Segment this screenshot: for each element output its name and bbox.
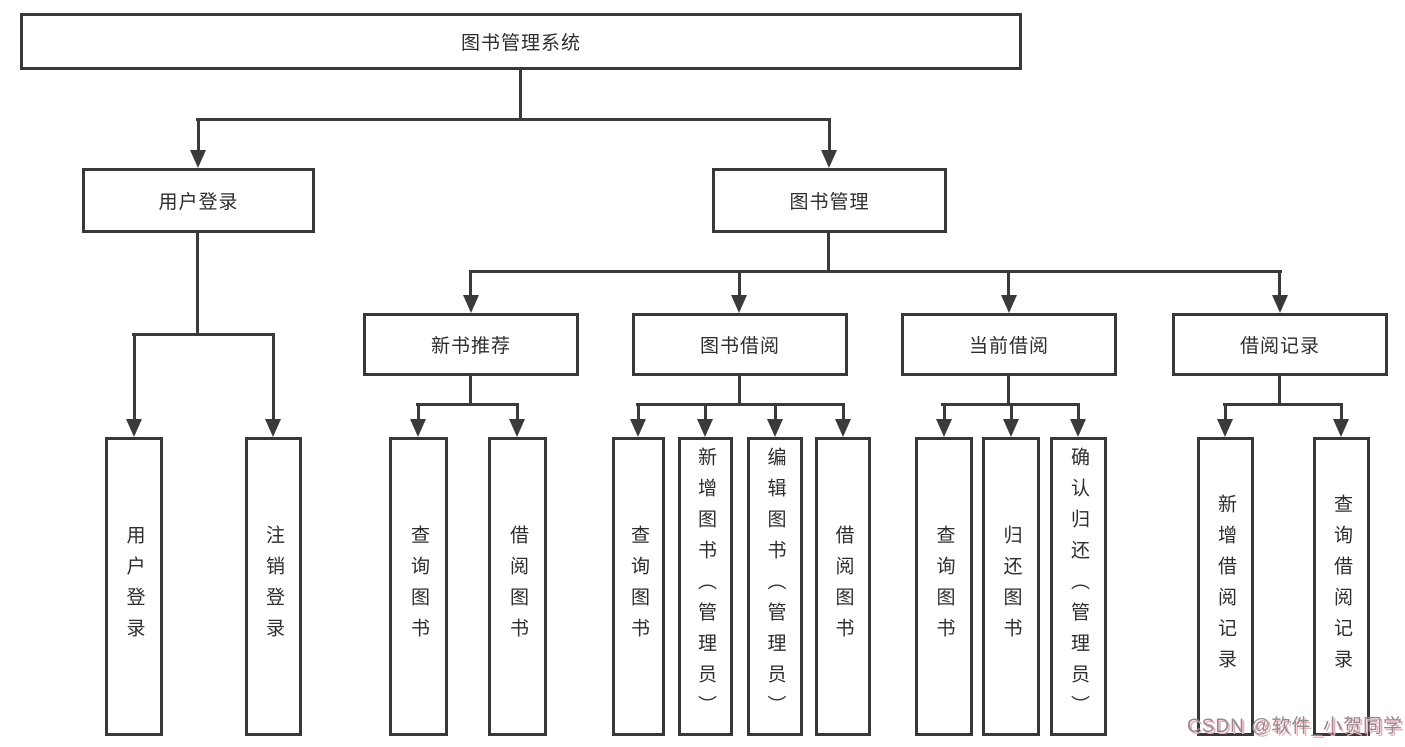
connector-vline: [1077, 405, 1080, 421]
arrow-down-icon: [265, 419, 281, 437]
arrow-down-icon: [126, 419, 142, 437]
connector-vline: [1010, 405, 1013, 421]
leaf-current-query-books: 查询图书: [915, 437, 973, 736]
leaf-user-login-label: 用户登录: [123, 524, 145, 649]
connector-vline: [469, 374, 472, 405]
leaf-current-return-books: 归还图书: [982, 437, 1040, 736]
connector-hline: [941, 403, 1080, 406]
connector-vline: [272, 335, 275, 421]
connector-vline: [1007, 272, 1010, 297]
node-user-login: 用户登录: [82, 168, 315, 233]
leaf-borrow-add-books-admin-label: 新增图书（管理员）: [695, 447, 716, 726]
arrow-down-icon: [410, 419, 426, 437]
connector-vline: [738, 374, 741, 405]
leaf-records-query-record: 查询借阅记录: [1313, 437, 1370, 736]
arrow-down-icon: [1001, 295, 1017, 313]
leaf-borrow-query-books: 查询图书: [612, 437, 665, 736]
connector-vline: [469, 272, 472, 297]
leaf-borrow-query-books-label: 查询图书: [628, 524, 649, 649]
arrow-down-icon: [509, 419, 525, 437]
arrow-down-icon: [697, 419, 713, 437]
node-book-management: 图书管理: [712, 168, 947, 233]
connector-hline: [132, 333, 275, 336]
arrow-down-icon: [630, 419, 646, 437]
leaf-recommend-borrow-books-label: 借阅图书: [507, 524, 528, 649]
connector-hline: [636, 403, 845, 406]
leaf-recommend-query-books: 查询图书: [389, 437, 448, 736]
connector-vline: [943, 405, 946, 421]
connector-vline: [516, 405, 519, 421]
arrow-down-icon: [835, 419, 851, 437]
leaf-borrow-borrow-books-label: 借阅图书: [832, 524, 854, 649]
leaf-current-return-books-label: 归还图书: [1000, 524, 1022, 649]
leaf-current-query-books-label: 查询图书: [933, 524, 955, 649]
leaf-borrow-borrow-books: 借阅图书: [815, 437, 871, 736]
node-new-book-recommend: 新书推荐: [363, 313, 579, 376]
arrow-down-icon: [1333, 419, 1349, 437]
connector-vline: [1278, 374, 1281, 405]
connector-vline: [704, 405, 707, 421]
connector-vline: [1340, 405, 1343, 421]
leaf-borrow-edit-books-admin: 编辑图书（管理员）: [747, 437, 803, 736]
leaf-borrow-add-books-admin: 新增图书（管理员）: [678, 437, 733, 736]
node-book-borrow: 图书借阅: [632, 313, 848, 376]
connector-hline: [469, 270, 1282, 273]
watermark: CSDN @软件_小贺同学: [1187, 716, 1403, 737]
node-borrow-records: 借阅记录: [1172, 313, 1388, 376]
connector-hline: [196, 118, 831, 121]
arrow-down-icon: [190, 150, 206, 168]
arrow-down-icon: [1272, 295, 1288, 313]
connector-hline: [1223, 403, 1343, 406]
connector-vline: [519, 68, 522, 120]
connector-vline: [1278, 272, 1281, 297]
connector-vline: [1224, 405, 1227, 421]
arrow-down-icon: [1217, 419, 1233, 437]
connector-vline: [417, 405, 420, 421]
leaf-records-add-record-label: 新增借阅记录: [1215, 493, 1236, 680]
connector-vline: [133, 335, 136, 421]
leaf-logout-login: 注销登录: [245, 437, 302, 736]
arrow-down-icon: [731, 295, 747, 313]
connector-vline: [774, 405, 777, 421]
connector-vline: [637, 405, 640, 421]
connector-vline: [842, 405, 845, 421]
leaf-borrow-edit-books-admin-label: 编辑图书（管理员）: [764, 447, 786, 726]
arrow-down-icon: [463, 295, 479, 313]
arrow-down-icon: [821, 150, 837, 168]
leaf-records-add-record: 新增借阅记录: [1197, 437, 1254, 736]
arrow-down-icon: [1070, 419, 1086, 437]
connector-vline: [196, 232, 199, 336]
connector-hline: [416, 403, 519, 406]
leaf-recommend-borrow-books: 借阅图书: [488, 437, 547, 736]
connector-vline: [1007, 374, 1010, 405]
node-root: 图书管理系统: [20, 13, 1022, 70]
arrow-down-icon: [1003, 419, 1019, 437]
connector-vline: [828, 120, 831, 151]
leaf-records-query-record-label: 查询借阅记录: [1331, 493, 1352, 680]
leaf-recommend-query-books-label: 查询图书: [408, 524, 429, 649]
leaf-current-confirm-return-admin-label: 确认归还（管理员）: [1068, 447, 1089, 726]
leaf-logout-login-label: 注销登录: [263, 524, 284, 649]
connector-vline: [738, 272, 741, 297]
leaf-user-login: 用户登录: [105, 437, 163, 736]
leaf-current-confirm-return-admin: 确认归还（管理员）: [1050, 437, 1107, 736]
arrow-down-icon: [767, 419, 783, 437]
node-current-borrow: 当前借阅: [901, 313, 1117, 376]
connector-vline: [827, 232, 830, 272]
connector-vline: [197, 120, 200, 151]
arrow-down-icon: [936, 419, 952, 437]
